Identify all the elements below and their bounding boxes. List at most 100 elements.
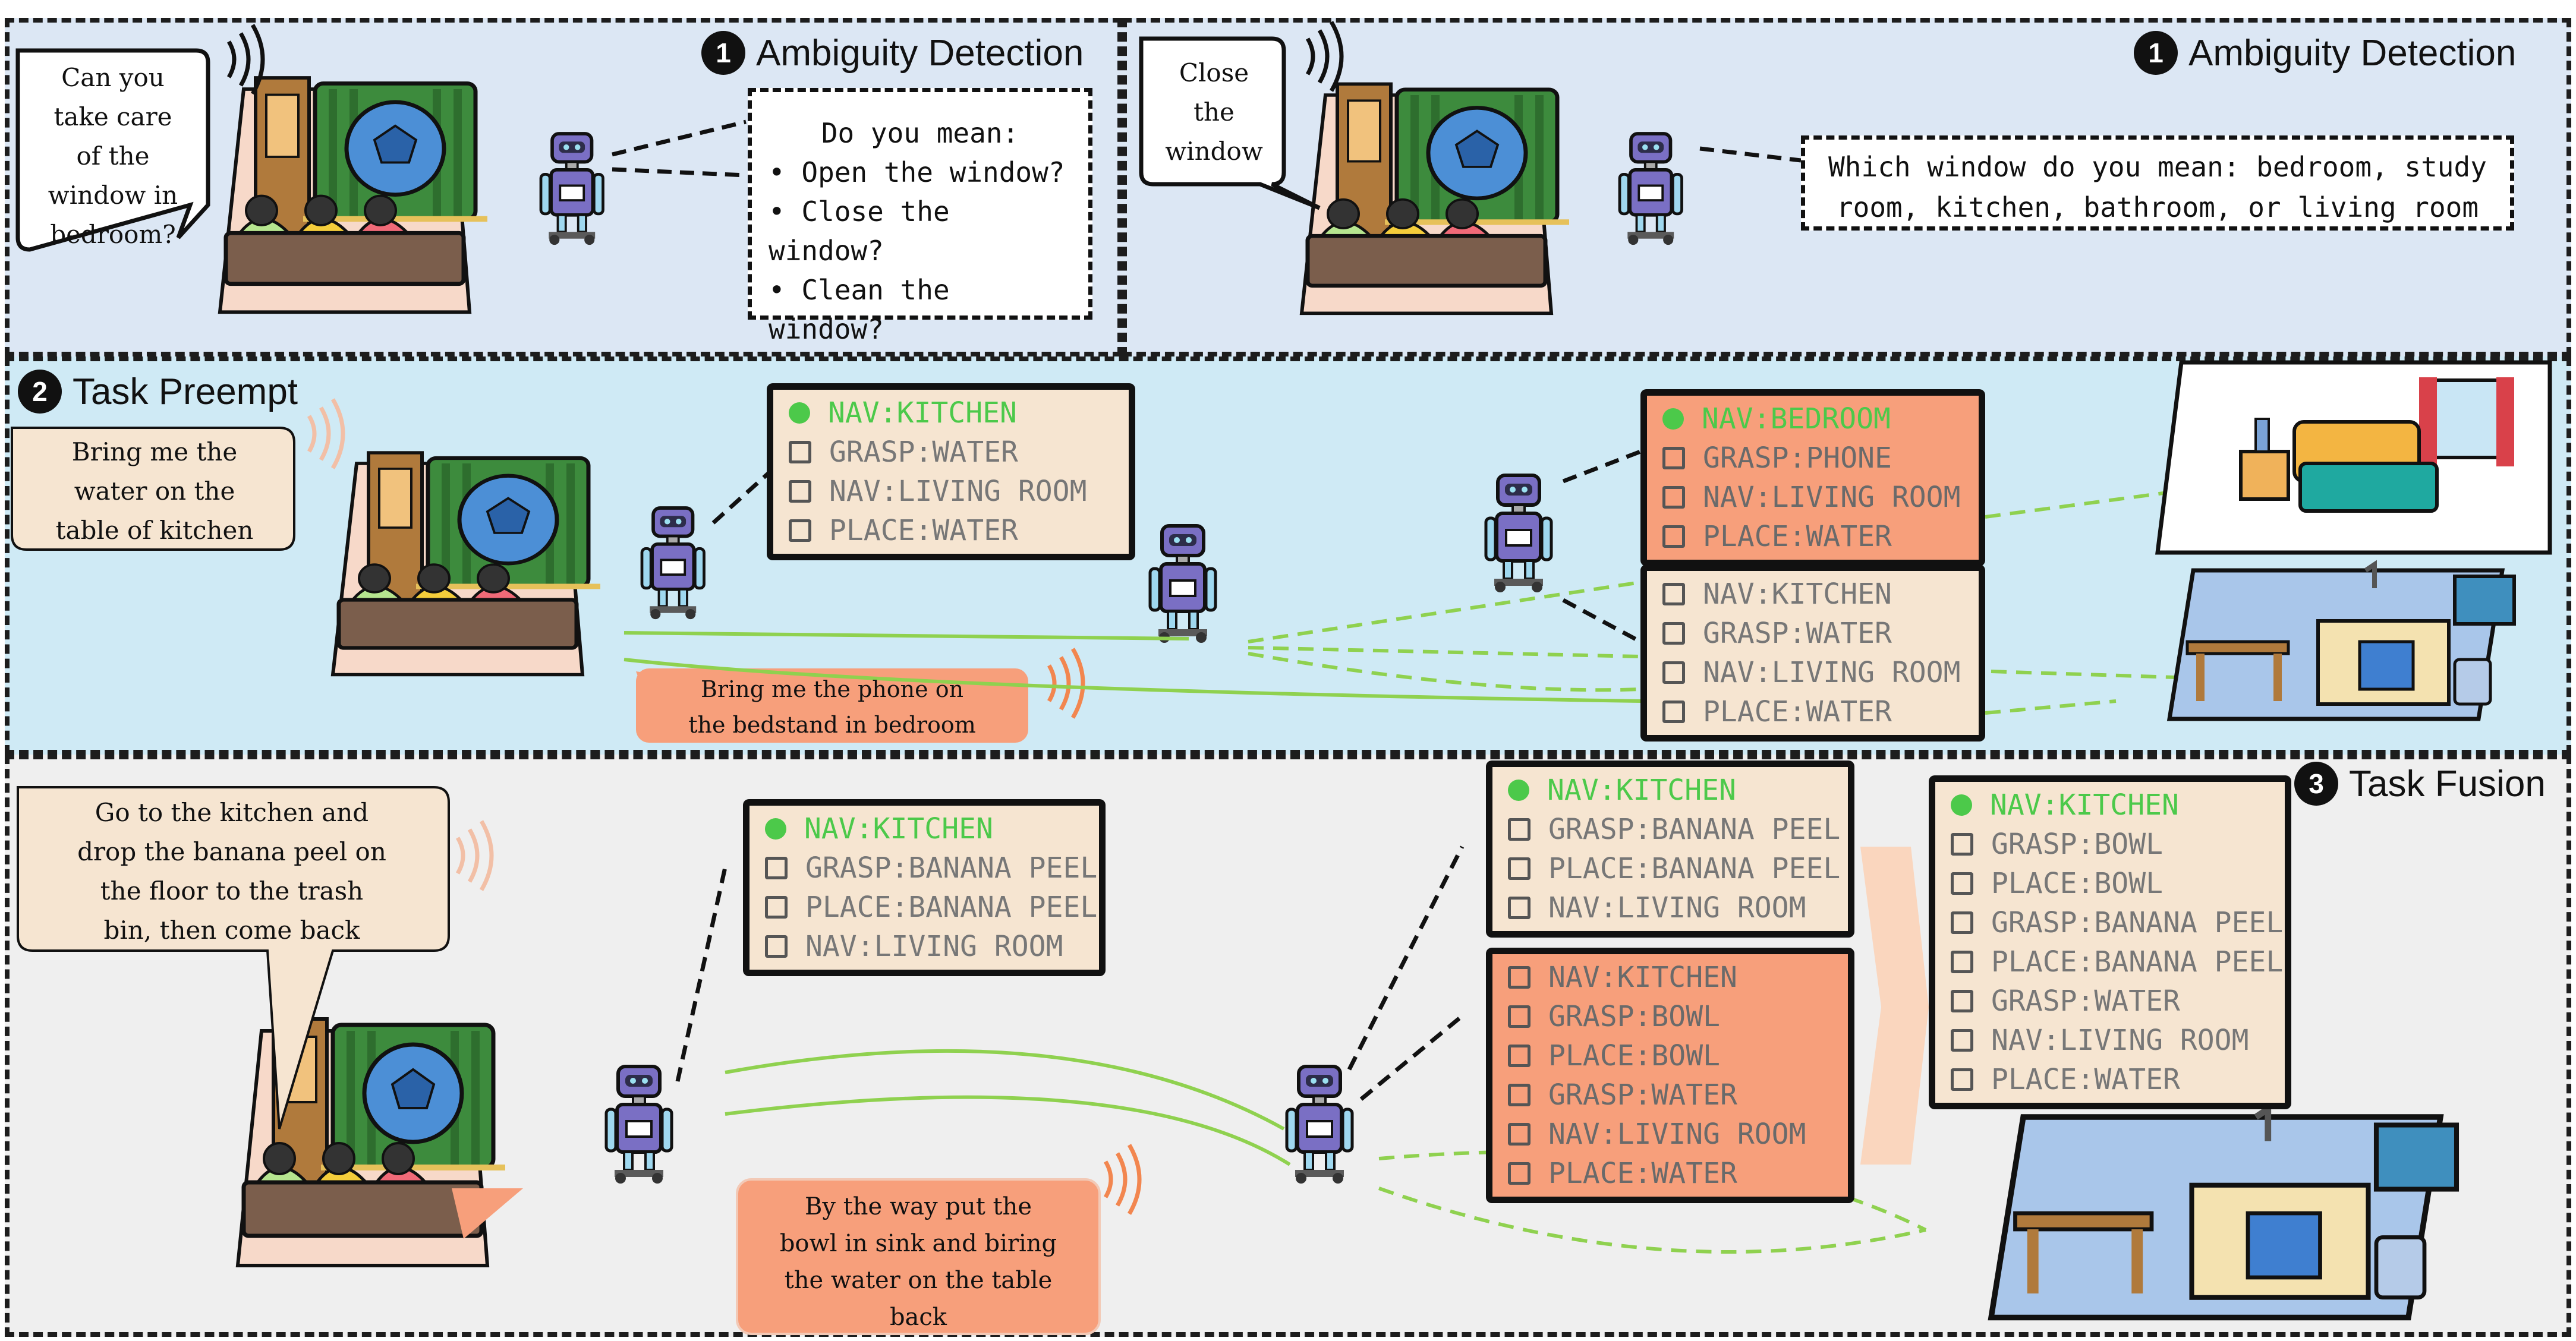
task-step: NAV:LIVING ROOM bbox=[765, 927, 1084, 966]
section-title-ambiguity-left: 1 Ambiguity Detection bbox=[701, 31, 1084, 75]
task-step: GRASP:PHONE bbox=[1662, 438, 1963, 478]
task-step-label: GRASP:WATER bbox=[1548, 1078, 1737, 1112]
task-step-label: NAV:KITCHEN bbox=[1703, 578, 1892, 611]
task-step-label: NAV:KITCHEN bbox=[1990, 788, 2179, 822]
current-step-dot-icon bbox=[765, 818, 786, 840]
user-request-bubble: Go to the kitchen and drop the banana pe… bbox=[77, 798, 386, 945]
checkbox-icon bbox=[1508, 857, 1531, 880]
task-step: GRASP:BOWL bbox=[1508, 997, 1832, 1036]
checkbox-icon bbox=[1951, 1029, 1973, 1052]
checkbox-icon bbox=[1508, 897, 1531, 919]
checkbox-icon bbox=[1662, 622, 1685, 645]
checkbox-icon bbox=[765, 857, 788, 879]
task-step: PLACE:WATER bbox=[1662, 692, 1963, 731]
task-step: GRASP:WATER bbox=[1508, 1075, 1832, 1115]
task-step: GRASP:BOWL bbox=[1951, 825, 2269, 864]
task-step: NAV:LIVING ROOM bbox=[789, 472, 1113, 511]
checkbox-icon bbox=[1662, 701, 1685, 723]
task-step-label: NAV:KITCHEN bbox=[828, 396, 1017, 430]
task-step-label: NAV:LIVING ROOM bbox=[1991, 1024, 2249, 1057]
task-step-current: NAV:KITCHEN bbox=[765, 809, 1084, 848]
task-step-label: GRASP:WATER bbox=[1703, 617, 1892, 650]
task-step: PLACE:BOWL bbox=[1951, 864, 2269, 903]
user-request-bubble: Close the window bbox=[1165, 58, 1263, 166]
task-step-current: NAV:BEDROOM bbox=[1662, 399, 1963, 438]
task-step: PLACE:WATER bbox=[789, 511, 1113, 550]
section-title-fusion: 3 Task Fusion bbox=[2294, 762, 2546, 806]
task-step-label: PLACE:WATER bbox=[1703, 520, 1892, 553]
task-step: PLACE:BOWL bbox=[1508, 1036, 1832, 1075]
checkbox-icon bbox=[1662, 486, 1685, 509]
clarification-box: Which window do you mean: bedroom, study… bbox=[1801, 135, 2514, 231]
task-step: PLACE:WATER bbox=[1951, 1060, 2269, 1099]
step-number-badge: 3 bbox=[2294, 762, 2338, 806]
section-title-ambiguity-right: 1 Ambiguity Detection bbox=[2134, 31, 2516, 75]
clarification-question: Do you mean: bbox=[821, 117, 1019, 149]
checkbox-icon bbox=[1951, 911, 1973, 934]
checkbox-icon bbox=[789, 441, 811, 463]
task-step-label: GRASP:BANANA PEEL bbox=[1548, 813, 1841, 846]
checkbox-icon bbox=[1662, 661, 1685, 684]
task-step-label: PLACE:BOWL bbox=[1991, 867, 2163, 900]
task-step: GRASP:BANANA PEEL bbox=[1951, 903, 2283, 942]
section-title-text: Ambiguity Detection bbox=[2188, 32, 2517, 74]
step-number-badge: 1 bbox=[701, 31, 745, 75]
checkbox-icon bbox=[1951, 872, 1973, 895]
task-plan-initial: NAV:KITCHEN GRASP:BANANA PEEL PLACE:BANANA… bbox=[743, 799, 1106, 976]
task-step-label: PLACE:WATER bbox=[829, 514, 1018, 547]
task-step-label: GRASP:WATER bbox=[1991, 985, 2180, 1018]
task-step-label: GRASP:PHONE bbox=[1703, 441, 1892, 475]
task-step-label: NAV:LIVING ROOM bbox=[1703, 481, 1961, 514]
task-step-label: NAV:LIVING ROOM bbox=[1548, 891, 1806, 924]
task-step: PLACE:WATER bbox=[1662, 517, 1963, 556]
task-step: NAV:LIVING ROOM bbox=[1951, 1021, 2269, 1060]
checkbox-icon bbox=[1508, 1123, 1531, 1146]
checkbox-icon bbox=[1508, 1162, 1531, 1185]
user-request-bubble: Can you take care of the window in bedro… bbox=[48, 63, 178, 249]
current-step-dot-icon bbox=[1951, 794, 1972, 816]
checkbox-icon bbox=[1662, 525, 1685, 548]
section-title-text: Task Fusion bbox=[2349, 763, 2546, 804]
checkbox-icon bbox=[1508, 818, 1531, 841]
checkbox-icon bbox=[1951, 951, 1973, 973]
task-step-label: NAV:BEDROOM bbox=[1702, 402, 1891, 436]
clarification-box: Do you mean: • Open the window? • Close … bbox=[748, 88, 1092, 345]
current-step-dot-icon bbox=[789, 402, 810, 424]
task-step: NAV:KITCHEN bbox=[1508, 958, 1832, 997]
checkbox-icon bbox=[1508, 966, 1531, 989]
task-step-current: NAV:KITCHEN bbox=[1951, 785, 2269, 825]
task-step-label: PLACE:BANANA PEEL bbox=[1548, 852, 1841, 885]
checkbox-icon bbox=[765, 896, 788, 919]
task-step-label: NAV:KITCHEN bbox=[804, 812, 993, 845]
task-step-label: NAV:KITCHEN bbox=[1548, 961, 1737, 994]
task-step: GRASP:WATER bbox=[789, 433, 1113, 472]
checkbox-icon bbox=[1508, 1005, 1531, 1028]
current-step-dot-icon bbox=[1662, 408, 1684, 430]
section-title-text: Ambiguity Detection bbox=[756, 32, 1084, 74]
task-step-label: PLACE:BANANA PEEL bbox=[805, 891, 1098, 924]
task-step-label: PLACE:BANANA PEEL bbox=[1991, 945, 2284, 979]
task-step: NAV:LIVING ROOM bbox=[1662, 478, 1963, 517]
task-step-label: GRASP:BANANA PEEL bbox=[805, 851, 1098, 885]
task-step: GRASP:WATER bbox=[1662, 614, 1963, 653]
checkbox-icon bbox=[789, 519, 811, 542]
task-step-current: NAV:KITCHEN bbox=[1508, 771, 1832, 810]
task-step: PLACE:WATER bbox=[1508, 1154, 1832, 1193]
checkbox-icon bbox=[1951, 990, 1973, 1012]
task-step-label: NAV:LIVING ROOM bbox=[829, 475, 1087, 508]
task-step: GRASP:WATER bbox=[1951, 982, 2269, 1021]
clarification-option: • Clean the window? bbox=[769, 274, 950, 345]
checkbox-icon bbox=[1951, 1068, 1973, 1091]
task-step-label: GRASP:BANANA PEEL bbox=[1991, 906, 2284, 939]
step-number-badge: 1 bbox=[2134, 31, 2178, 75]
task-plan-preempt: NAV:BEDROOM GRASP:PHONE NAV:LIVING ROOM PLA… bbox=[1640, 389, 1985, 566]
task-step-label: PLACE:WATER bbox=[1991, 1063, 2180, 1096]
task-step-label: GRASP:BOWL bbox=[1548, 1000, 1720, 1033]
interrupt-request-bubble: By the way put the bowl in sink and biri… bbox=[779, 1193, 1057, 1331]
